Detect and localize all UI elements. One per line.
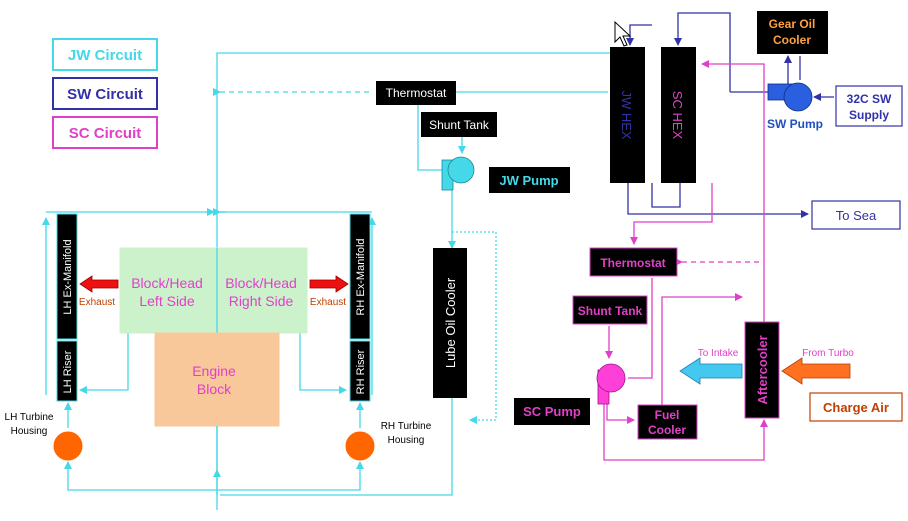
legend-sw-box	[52, 77, 158, 110]
rh-riser-label: RH Riser	[355, 349, 367, 394]
jw-shunt-tank	[421, 112, 497, 137]
sc-pump-label: SC Pump	[523, 404, 581, 419]
jw-thermostat-label: Thermostat	[386, 86, 447, 100]
jw-pump-label-box	[489, 167, 570, 193]
block-right-line2: Right Side	[229, 293, 294, 309]
rh-riser	[349, 340, 371, 402]
sc-thermostat	[589, 247, 678, 277]
rh-turbine-housing	[345, 431, 375, 461]
aftercooler	[744, 321, 780, 419]
lube-oil-cooler-label: Lube Oil Cooler	[443, 277, 458, 368]
sc-shunt-tank	[572, 295, 648, 325]
aftercooler-label: Aftercooler	[755, 335, 770, 404]
lh-ex-manifold-label: LH Ex-Manifold	[62, 239, 74, 314]
legend-jw-box	[52, 38, 158, 71]
to-sea-box	[811, 200, 901, 230]
from-turbo-arrow	[781, 357, 851, 385]
exhaust-right-label: Exhaust	[310, 297, 346, 308]
charge-air-box	[809, 392, 903, 422]
sc-thermostat-label: Thermostat	[600, 256, 665, 270]
lh-ex-manifold	[56, 213, 78, 340]
gear-oil-cooler-line1: Gear Oil	[769, 17, 816, 31]
lh-turbine-line1: LH Turbine	[5, 412, 54, 423]
charge-air-label: Charge Air	[823, 400, 889, 415]
legend-sw-label: SW Circuit	[67, 86, 143, 103]
block-right-line1: Block/Head	[225, 275, 297, 291]
sc-hex-label: SC HEX	[670, 91, 685, 140]
block-head-panel	[119, 247, 308, 334]
lube-oil-cooler	[433, 248, 467, 398]
sc-circuit-lines	[603, 60, 768, 461]
lh-turbine-housing	[53, 431, 83, 461]
jw-shunt-tank-label: Shunt Tank	[429, 118, 490, 132]
sc-shunt-tank-label: Shunt Tank	[578, 304, 643, 318]
sw-supply-line1: 32C SW	[847, 92, 892, 106]
jw-hex-label: JW HEX	[619, 90, 634, 139]
jw-hex	[610, 47, 645, 183]
exhaust-left-label: Exhaust	[79, 297, 115, 308]
legend: JW Circuit SW Circuit SC Circuit	[52, 38, 158, 149]
engine-block-line2: Block	[197, 381, 232, 397]
legend-sc-label: SC Circuit	[69, 125, 142, 142]
rh-turbine-line2: Housing	[388, 435, 425, 446]
sc-pump-icon	[596, 363, 626, 405]
to-intake-label: To Intake	[698, 348, 739, 359]
exhaust-arrow-right	[309, 275, 349, 293]
sc-pump-label-box	[514, 398, 590, 425]
rh-ex-manifold-label: RH Ex-Manifold	[355, 238, 367, 315]
engine-block-line1: Engine	[192, 363, 236, 379]
lh-riser-label: LH Riser	[62, 350, 74, 393]
lh-riser	[56, 340, 78, 402]
to-sea-label: To Sea	[836, 208, 877, 223]
block-left-line2: Left Side	[139, 293, 194, 309]
to-intake-arrow	[679, 357, 743, 385]
sw-pump-label: SW Pump	[767, 117, 823, 131]
mouse-cursor-icon	[614, 20, 632, 47]
sc-hex	[661, 47, 696, 183]
gear-oil-cooler-line2: Cooler	[773, 33, 811, 47]
gear-oil-cooler	[757, 11, 828, 54]
jw-pump-label: JW Pump	[499, 173, 558, 188]
sw-circuit-lines	[626, 12, 834, 218]
jw-pump-icon	[441, 156, 475, 191]
lh-turbine-line2: Housing	[11, 426, 48, 437]
legend-sc-box	[52, 116, 158, 149]
sw-pump-icon	[767, 82, 813, 112]
exhaust-arrow-left	[79, 275, 119, 293]
from-turbo-label: From Turbo	[802, 348, 854, 359]
rh-turbine-line1: RH Turbine	[381, 421, 432, 432]
engine-block	[154, 332, 280, 427]
jw-thermostat	[376, 81, 456, 105]
fuel-cooler-line1: Fuel	[655, 408, 680, 422]
sw-supply-box	[835, 85, 903, 127]
sw-supply-line2: Supply	[849, 108, 889, 122]
legend-jw-label: JW Circuit	[68, 47, 142, 64]
fuel-cooler	[637, 404, 698, 440]
rh-ex-manifold	[349, 213, 371, 340]
block-left-line1: Block/Head	[131, 275, 203, 291]
fuel-cooler-line2: Cooler	[648, 423, 686, 437]
